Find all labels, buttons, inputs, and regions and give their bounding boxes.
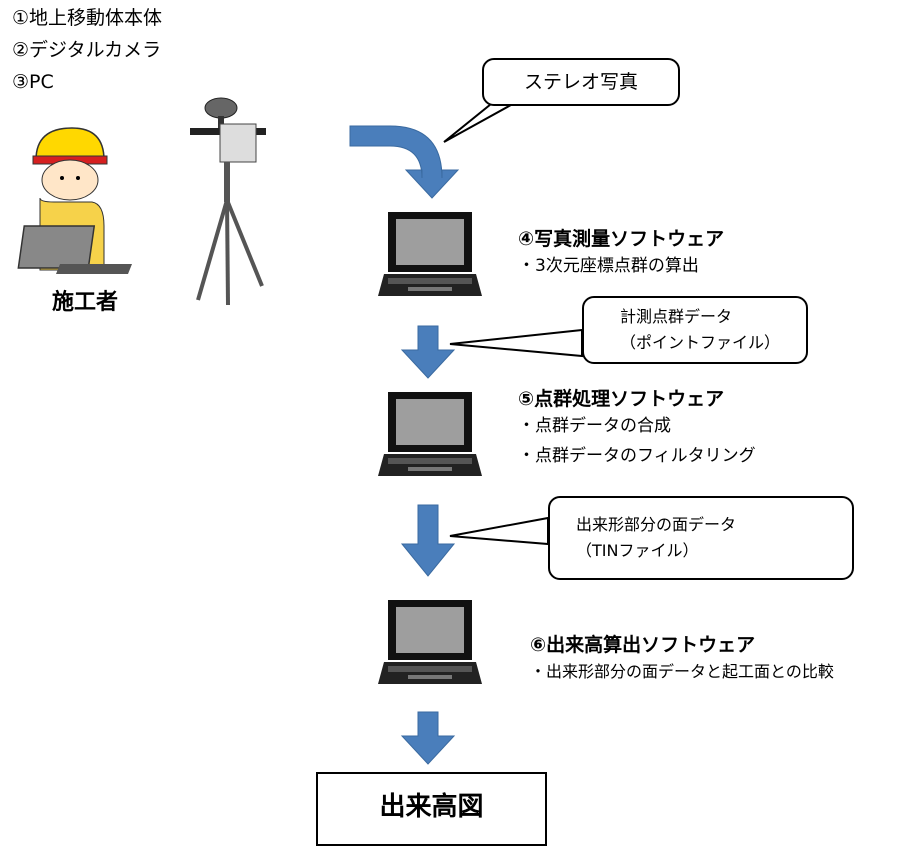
camera-tripod-icon xyxy=(190,97,266,306)
callout-pointer-stereo xyxy=(443,99,521,143)
equipment-item-camera: ②デジタルカメラ xyxy=(12,39,162,61)
diagram-graphics xyxy=(17,97,583,765)
laptop-icon-1 xyxy=(378,212,482,296)
callout-point-data-line1: 計測点群データ xyxy=(620,307,733,326)
callout-point-data: 計測点群データ （ポイントファイル） xyxy=(582,296,808,364)
callout-stereo-text: ステレオ写真 xyxy=(523,71,638,93)
callout-pointer-point-data xyxy=(449,328,583,358)
step-item: ・点群データの合成 xyxy=(518,416,671,436)
callout-surface-data-line1: 出来形部分の面データ xyxy=(576,515,737,534)
step-title: ④写真測量ソフトウェア xyxy=(518,228,725,250)
worker-label: 施工者 xyxy=(52,290,119,315)
step-title: ⑥出来高算出ソフトウェア xyxy=(530,634,756,656)
down-arrow-2 xyxy=(400,504,456,577)
down-arrow-1 xyxy=(400,325,456,379)
callout-surface-data-line2: （TINファイル） xyxy=(576,541,699,560)
callout-pointer-surface-data xyxy=(449,516,549,546)
laptop-icon-2 xyxy=(378,392,482,476)
step-item: ・点群データのフィルタリング xyxy=(518,446,756,466)
worker-icon xyxy=(17,127,132,274)
step-point-cloud: ⑤点群処理ソフトウェア ・点群データの合成 ・点群データのフィルタリング xyxy=(518,384,756,471)
equipment-list: ①地上移動体本体 ②デジタルカメラ ③PC xyxy=(12,2,162,98)
callout-point-data-line2: （ポイントファイル） xyxy=(620,333,781,352)
step-photogrammetry: ④写真測量ソフトウェア ・3次元座標点群の算出 xyxy=(518,224,724,281)
callout-stereo-photo: ステレオ写真 xyxy=(482,58,680,106)
step-volume-calc: ⑥出来高算出ソフトウェア ・出来形部分の面データと起工面との比較 xyxy=(530,630,834,687)
curved-flow-arrow xyxy=(349,125,460,199)
result-box: 出来高図 xyxy=(316,772,547,846)
laptop-icon-3 xyxy=(378,600,482,684)
equipment-item-body: ①地上移動体本体 xyxy=(12,7,163,29)
step-item: ・出来形部分の面データと起工面との比較 xyxy=(530,662,834,681)
step-item: ・3次元座標点群の算出 xyxy=(518,256,699,276)
equipment-item-pc: ③PC xyxy=(12,71,54,93)
step-title: ⑤点群処理ソフトウェア xyxy=(518,388,725,410)
down-arrow-3 xyxy=(400,711,456,765)
callout-surface-data: 出来形部分の面データ （TINファイル） xyxy=(548,496,854,580)
